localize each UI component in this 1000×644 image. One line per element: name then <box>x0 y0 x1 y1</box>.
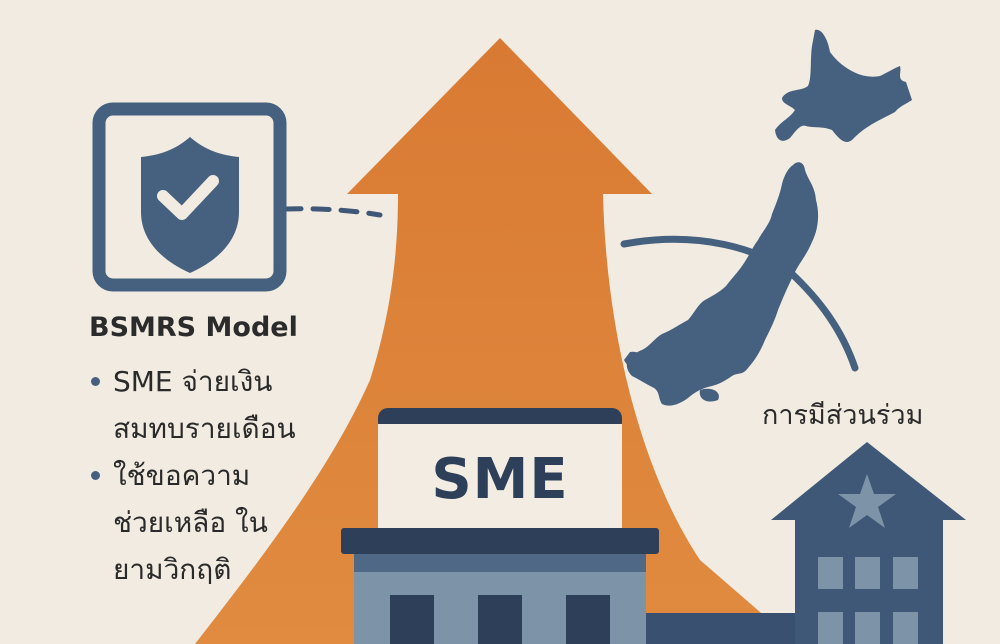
dashed-connector <box>282 206 383 218</box>
sme-building <box>341 408 659 644</box>
growth-arrow <box>195 38 800 644</box>
shield-check-icon <box>92 102 287 292</box>
connector-block <box>646 613 796 644</box>
bullet-item-payment: SME จ่ายเงิน สมทบรายเดือน <box>89 358 349 452</box>
japan-map <box>624 29 912 406</box>
bullet-line: สมทบรายเดือน <box>113 412 296 445</box>
bullet-dot-icon <box>91 471 100 480</box>
connection-arc <box>620 235 859 372</box>
model-bullets: SME จ่ายเงิน สมทบรายเดือน ใช้ขอความ ช่วย… <box>89 358 349 593</box>
participation-label: การมีส่วนร่วม <box>762 400 924 431</box>
government-building-star-icon <box>771 442 966 644</box>
bullet-line: SME จ่ายเงิน <box>113 365 273 398</box>
sme-sign: SME <box>431 446 569 512</box>
bullet-line: ใช้ขอความ <box>113 459 251 492</box>
bullet-line: ช่วยเหลือ ใน <box>113 506 268 539</box>
model-title: BSMRS Model <box>89 312 298 343</box>
bullet-item-assistance: ใช้ขอความ ช่วยเหลือ ใน ยามวิกฤติ <box>89 452 349 593</box>
bullet-line: ยามวิกฤติ <box>113 553 232 586</box>
bullet-dot-icon <box>91 377 100 386</box>
